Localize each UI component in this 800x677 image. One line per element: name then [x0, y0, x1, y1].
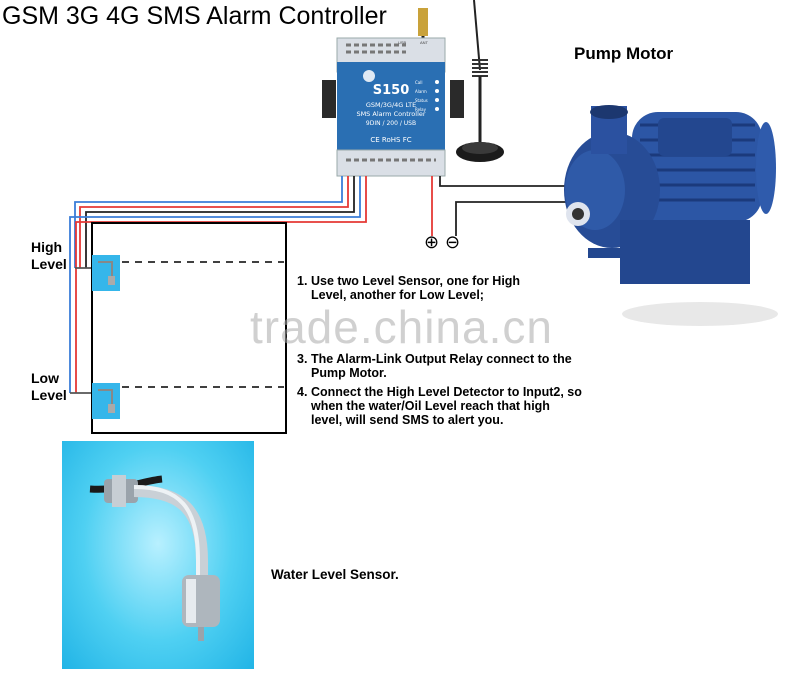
controller-line2: SMS Alarm Controller	[356, 110, 426, 118]
plus-symbol: ⊕	[424, 232, 440, 252]
float-switch-image	[89, 475, 220, 641]
watermark: trade.china.cn	[250, 301, 553, 353]
controller-model: S150	[372, 83, 410, 98]
water-level-sensor-label: Water Level Sensor.	[271, 567, 399, 582]
low-level-label: Low Level	[31, 370, 67, 403]
diagram-title: GSM 3G 4G SMS Alarm Controller	[2, 2, 387, 30]
controller-line1: GSM/3G/4G LTE	[365, 101, 417, 109]
sma-connector	[418, 8, 428, 36]
controller-line3: 9DIN / 200 / USB	[365, 120, 417, 127]
minus-symbol: ⊖	[445, 232, 461, 252]
water-tank	[91, 222, 287, 434]
low-level-sensor-icon	[92, 383, 120, 419]
controller-device	[322, 37, 464, 177]
antenna	[456, 0, 504, 162]
high-level-sensor-icon	[92, 255, 120, 291]
pump-motor-label: Pump Motor	[574, 44, 674, 63]
controller-ant-label: ANT	[420, 40, 428, 45]
instruction-1: 1.Use two Level Sensor, one for High Lev…	[297, 274, 521, 302]
water-level-sensor-photo	[62, 441, 254, 669]
high-level-label: High Level	[31, 239, 67, 272]
instruction-4: 4.Connect the High Level Detector to Inp…	[297, 385, 582, 427]
controller-usb-label: USB	[398, 40, 407, 45]
controller-led-labels: Call Alarm Status Relay	[415, 80, 428, 112]
pump-motor-image	[564, 105, 778, 326]
controller-cert: CE RoHS FC	[370, 136, 412, 144]
instruction-3: 3.The Alarm-Link Output Relay connect to…	[297, 352, 572, 380]
